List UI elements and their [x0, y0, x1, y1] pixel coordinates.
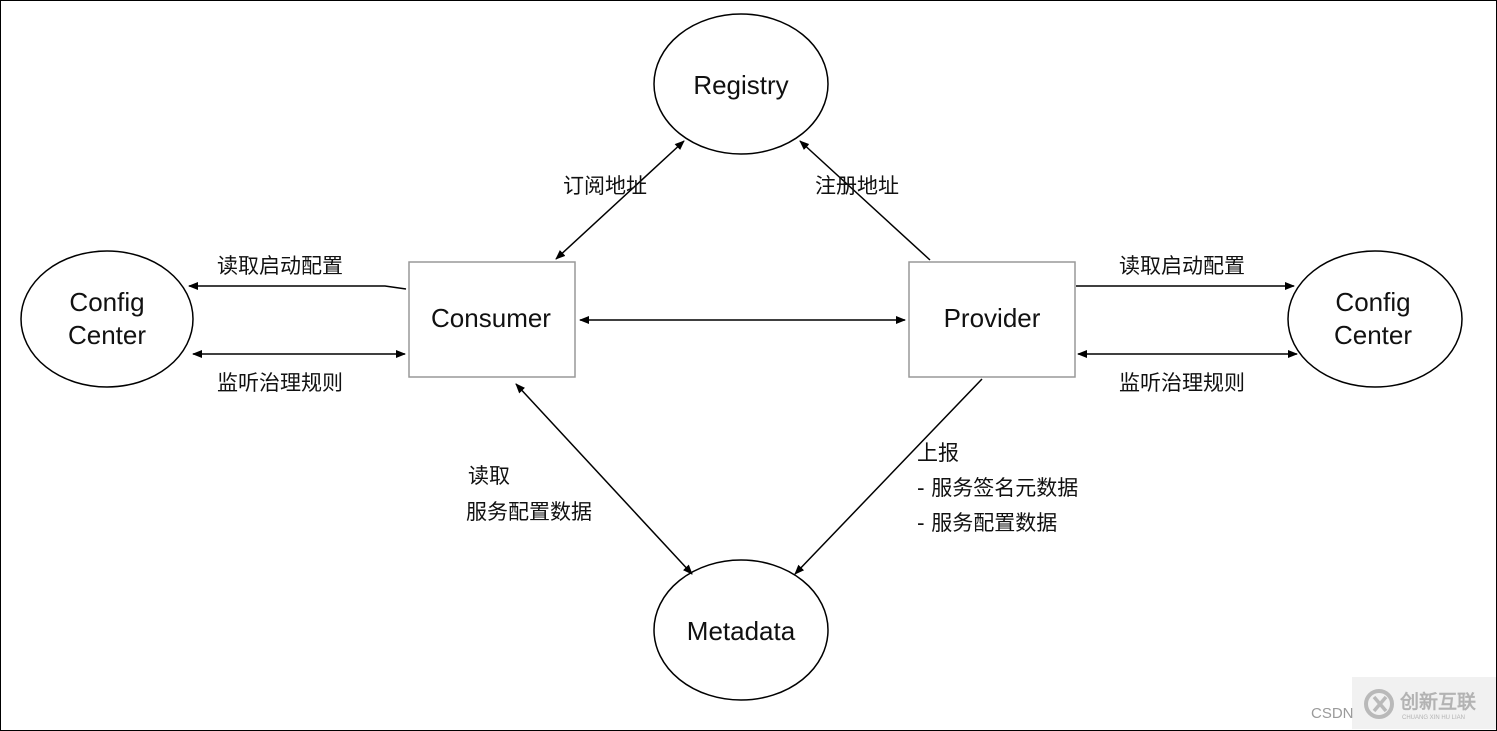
provider-node: Provider [908, 261, 1076, 378]
config-center-left-label-line2: Center [68, 320, 146, 350]
brand-watermark-text: 创新互联 [1399, 690, 1476, 713]
config-center-right-label-line1: Config [1335, 287, 1410, 317]
label-provider-report: 上报 [917, 441, 959, 465]
label-read-config-left: 读取启动配置 [217, 254, 343, 278]
metadata-label: Metadata [687, 616, 796, 646]
brand-pinyin-text: CHUANG XIN HU LIAN [1402, 715, 1465, 721]
label-register: 注册地址 [815, 174, 899, 198]
label-read-config-right: 读取启动配置 [1119, 254, 1245, 278]
label-consumer-service-config: 服务配置数据 [466, 500, 592, 524]
metadata-node: Metadata [653, 559, 829, 701]
label-subscribe: 订阅地址 [563, 174, 647, 198]
label-provider-signature: - 服务签名元数据 [917, 476, 1078, 500]
config-center-left-label-line1: Config [69, 287, 144, 317]
edge-consumer-registry [555, 140, 685, 260]
watermark: CSDN 创新互联 CHUANG XIN HU LIAN [1311, 677, 1496, 729]
label-consumer-read: 读取 [468, 464, 510, 488]
edge-provider-metadata [794, 378, 983, 575]
registry-label: Registry [693, 70, 788, 100]
edge-consumer-metadata [515, 383, 693, 575]
consumer-node: Consumer [408, 261, 576, 378]
csdn-watermark-text: CSDN [1311, 705, 1354, 722]
label-provider-service-config: - 服务配置数据 [917, 511, 1057, 535]
brand-logo-icon [1364, 689, 1394, 719]
label-watch-rules-left: 监听治理规则 [217, 371, 343, 395]
config-center-left-node: Config Center [20, 250, 194, 388]
edge-consumer-read-config-left [188, 282, 407, 290]
edge-provider-registry [799, 140, 931, 261]
registry-node: Registry [653, 13, 829, 155]
config-center-right-label-line2: Center [1334, 320, 1412, 350]
config-center-right-node: Config Center [1287, 250, 1463, 388]
consumer-label: Consumer [431, 303, 551, 333]
provider-label: Provider [944, 303, 1041, 333]
label-watch-rules-right: 监听治理规则 [1119, 371, 1245, 395]
